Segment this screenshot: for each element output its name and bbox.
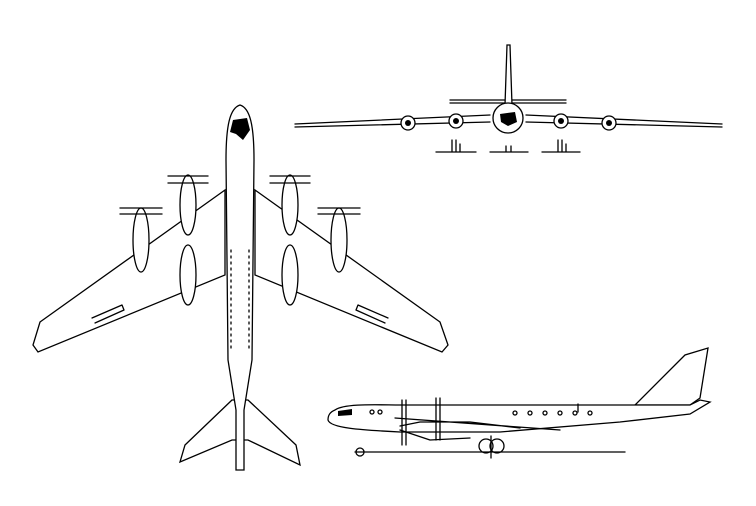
side-cockpit-marking <box>338 409 352 416</box>
top-view <box>32 104 449 471</box>
front-landing-gear <box>435 139 581 153</box>
side-view <box>327 347 712 459</box>
side-windows <box>369 409 593 416</box>
side-propellers <box>401 397 441 446</box>
side-fin <box>633 347 709 406</box>
left-aileron <box>91 304 125 324</box>
left-wing <box>32 188 226 353</box>
propellers <box>119 175 361 215</box>
fuselage-windows <box>230 249 250 351</box>
fuselage <box>225 104 255 471</box>
side-wing-and-nacelles <box>394 417 561 441</box>
right-aileron <box>355 304 389 324</box>
side-landing-gear <box>355 435 505 459</box>
side-fuselage <box>327 399 712 433</box>
engine-nacelles <box>132 174 348 306</box>
cockpit-marking <box>230 118 250 140</box>
vertical-fin <box>504 44 513 106</box>
front-cockpit-marking <box>500 112 517 126</box>
front-view <box>294 44 723 153</box>
front-wing <box>294 114 723 128</box>
front-engines <box>400 113 617 131</box>
right-wing <box>254 188 449 353</box>
